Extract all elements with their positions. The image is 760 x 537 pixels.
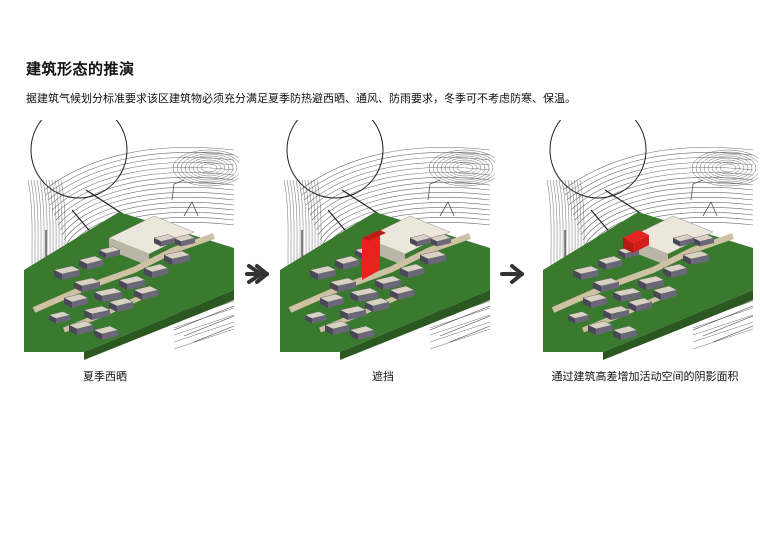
panel-caption: 通过建筑高差增加活动空间的阴影面积 [551,370,739,383]
buildings [567,234,715,340]
panel-caption: 遮挡 [372,370,394,383]
shading-wall-highlight [362,230,380,280]
buildings [48,234,196,340]
site-model-diagram [280,120,495,360]
page-title: 建筑形态的推演 [26,60,135,78]
site-model-diagram [543,120,758,360]
raised-block-highlight [623,230,649,243]
buildings [304,234,452,340]
arrow-right-icon [245,262,273,290]
arrow-right-icon [500,262,528,290]
site-model-diagram [24,120,239,360]
panel-caption: 夏季西晒 [83,370,127,383]
page-description: 据建筑气候划分标准要求该区建筑物必须充分满足夏季防热避西晒、通风、防雨要求，冬季… [26,92,576,105]
